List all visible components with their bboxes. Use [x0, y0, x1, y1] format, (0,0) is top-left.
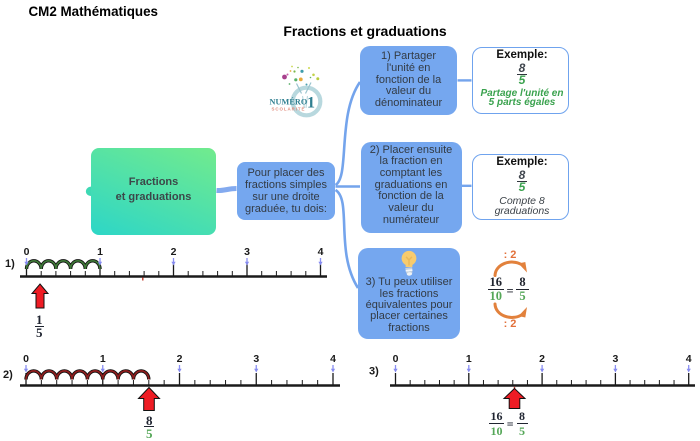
svg-text:1: 1	[307, 95, 315, 112]
svg-text:1: 1	[97, 246, 103, 258]
svg-text:0: 0	[393, 353, 399, 365]
svg-text:4: 4	[686, 353, 692, 365]
svg-text:0: 0	[24, 246, 30, 258]
svg-text:4: 4	[330, 353, 336, 365]
svg-text:3: 3	[612, 353, 618, 365]
svg-text:0: 0	[23, 353, 29, 365]
svg-text:3): 3)	[369, 366, 379, 378]
svg-text:1: 1	[100, 353, 106, 365]
svg-text:2): 2)	[3, 369, 13, 381]
svg-text:2: 2	[171, 246, 177, 258]
svg-text:NUMÉRO: NUMÉRO	[270, 97, 308, 107]
svg-text:2: 2	[539, 353, 545, 365]
svg-text:1): 1)	[5, 258, 15, 270]
svg-text:1: 1	[466, 353, 472, 365]
svg-text:4: 4	[318, 246, 324, 258]
svg-text:3: 3	[253, 353, 259, 365]
svg-text:SCOLARITÉ: SCOLARITÉ	[272, 107, 306, 112]
svg-text:3: 3	[244, 246, 250, 258]
svg-text:2: 2	[177, 353, 183, 365]
